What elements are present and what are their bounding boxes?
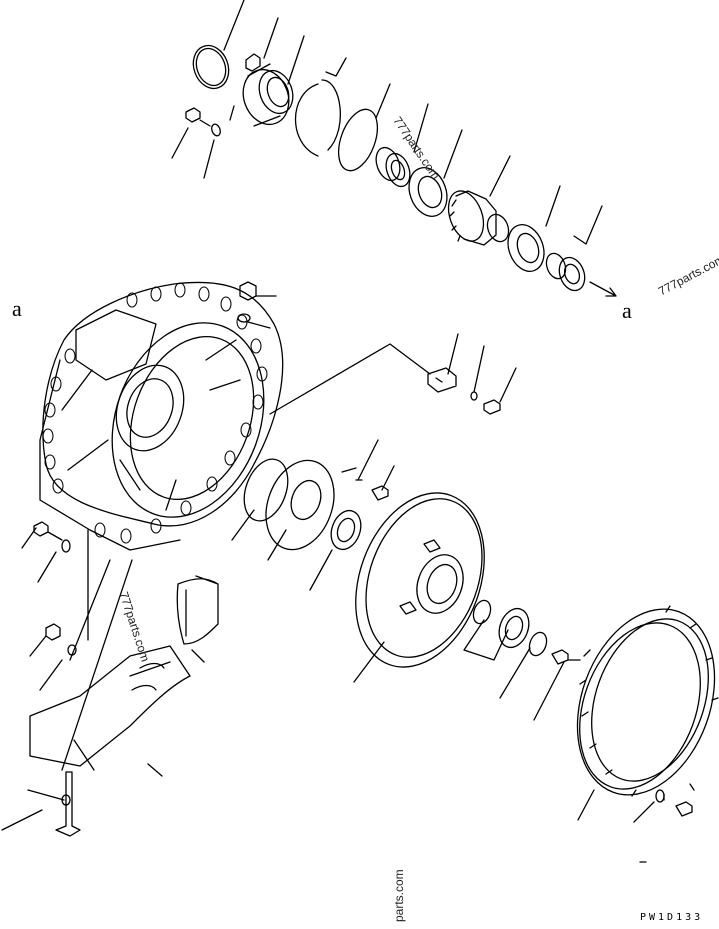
snap-ring [295,79,341,157]
roller-bearing-upper [408,167,448,217]
wear-plate [176,575,219,645]
lower-left-parts [1,521,219,837]
bearing-race-1 [375,146,411,188]
o-ring-upper [192,44,230,90]
plug-and-washer-center [237,281,277,329]
middle-carrier [231,439,395,591]
o-ring-large [337,108,379,172]
o-ring-mid [243,458,289,522]
callout-marker-a-right: a [622,298,632,323]
upper-shaft-assembly [171,0,617,297]
plug-upper [245,53,261,72]
roller-bearing-lower [507,224,545,272]
callout-marker-a-left: a [12,296,22,321]
drawing-code: PW1D133 [640,912,704,923]
bracket-block [269,333,517,415]
long-bolt [55,771,81,837]
housing-bolt-holes [42,282,268,544]
support-bracket [29,645,191,771]
gear-shaft [447,190,510,246]
bolt-upper-left [185,107,221,137]
planetary-disc [353,492,581,721]
bolt-left [33,521,63,541]
plug-left [45,623,61,641]
bearing-race-2 [545,252,586,292]
main-housing [39,281,284,551]
leader-lines-upper [171,0,603,245]
ring-gear [576,605,719,863]
bearing-cage [242,63,294,127]
o-ring-upper-inner [195,47,227,87]
bearing-mid [330,509,362,551]
watermark-bottom: parts.com [392,869,406,922]
arrow-to-a [589,281,617,297]
